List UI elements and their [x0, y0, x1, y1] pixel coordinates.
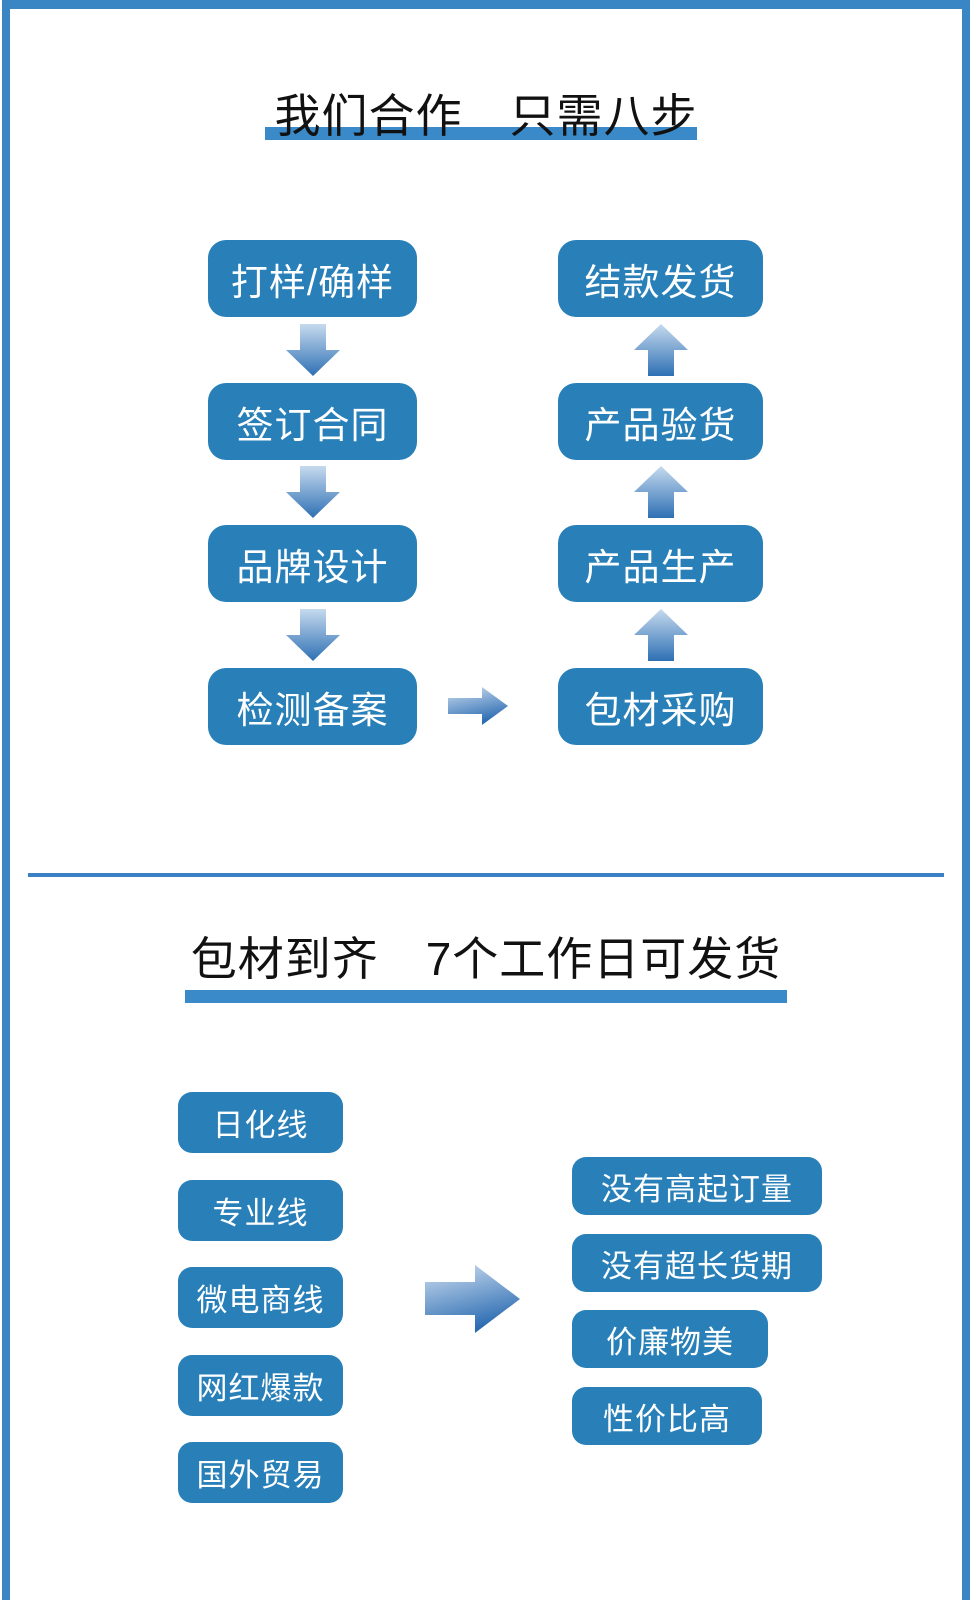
flow-step-label: 产品生产 [584, 546, 737, 588]
product-line-professional: 专业线 [178, 1180, 343, 1241]
product-line-label: 微电商线 [196, 1283, 325, 1318]
benefit-label: 价廉物美 [606, 1324, 734, 1360]
benefit-no-high-moq: 没有高起订量 [572, 1157, 822, 1215]
flow-step-contract: 签订合同 [208, 383, 417, 460]
benefit-cheap-and-good: 价廉物美 [572, 1310, 768, 1368]
flow-step-label: 包材采购 [584, 689, 737, 731]
arrow-down-icon [286, 466, 340, 518]
flow-step-label: 结款发货 [584, 261, 737, 303]
title-underline [185, 990, 787, 1003]
flow-step-inspection: 产品验货 [558, 383, 763, 460]
flow-step-brand-design: 品牌设计 [208, 525, 417, 602]
arrow-down-icon [286, 324, 340, 376]
flow-step-label: 打样/确样 [230, 261, 395, 303]
product-line-influencer-hit: 网红爆款 [178, 1355, 343, 1416]
arrow-up-icon [634, 324, 688, 376]
flow-step-label: 检测备案 [236, 689, 389, 731]
flow-step-label: 品牌设计 [236, 546, 389, 588]
section-title-delivery: 包材到齐 7个工作日可发货 [190, 933, 782, 985]
product-line-label: 国外贸易 [196, 1458, 325, 1493]
product-line-label: 日化线 [212, 1108, 309, 1143]
arrow-up-icon [634, 609, 688, 661]
product-line-micro-ecommerce: 微电商线 [178, 1267, 343, 1328]
flow-step-production: 产品生产 [558, 525, 763, 602]
product-line-foreign-trade: 国外贸易 [178, 1442, 343, 1503]
arrow-down-icon [286, 609, 340, 661]
product-line-daily-chemical: 日化线 [178, 1092, 343, 1153]
big-arrow-right-icon [425, 1265, 520, 1333]
section-divider [28, 873, 944, 877]
product-line-label: 专业线 [212, 1196, 309, 1231]
arrow-right-icon [448, 687, 508, 725]
benefit-label: 没有超长货期 [601, 1248, 793, 1284]
product-line-label: 网红爆款 [196, 1371, 325, 1406]
benefit-cost-effective: 性价比高 [572, 1387, 762, 1445]
section-title-cooperation: 我们合作 只需八步 [274, 90, 698, 142]
flow-step-testing-filing: 检测备案 [208, 668, 417, 745]
benefit-label: 性价比高 [603, 1401, 731, 1437]
flow-step-payment-shipping: 结款发货 [558, 240, 763, 317]
title-underline [265, 127, 697, 140]
flow-step-label: 签订合同 [236, 404, 389, 446]
benefit-label: 没有高起订量 [601, 1171, 793, 1207]
flow-step-sample: 打样/确样 [208, 240, 417, 317]
benefit-no-long-leadtime: 没有超长货期 [572, 1234, 822, 1292]
flow-step-label: 产品验货 [584, 404, 737, 446]
arrow-up-icon [634, 466, 688, 518]
flow-step-packaging-purchase: 包材采购 [558, 668, 763, 745]
